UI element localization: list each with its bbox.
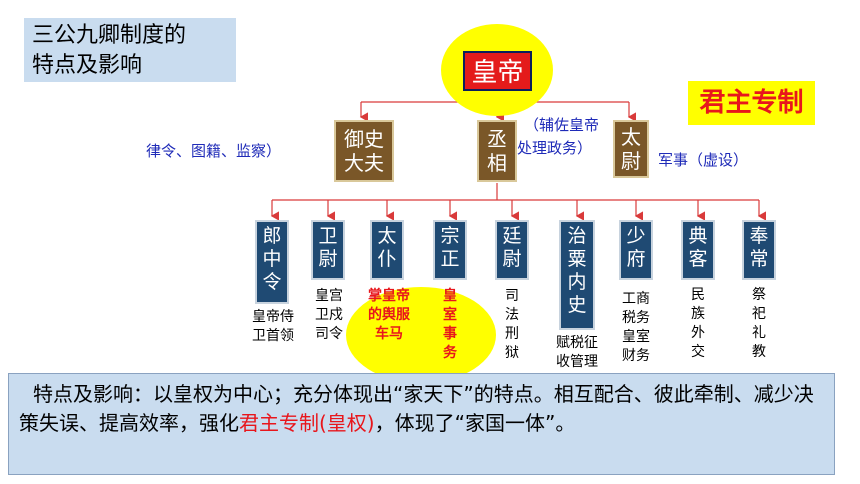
- duty-line: 事: [443, 326, 457, 342]
- minister-dianke: 典 客: [681, 220, 715, 280]
- duty-line: 皇宫: [315, 288, 343, 304]
- duke-yushidafu-line2: 大夫: [344, 151, 384, 175]
- duty-line: 祀: [752, 306, 766, 322]
- duty-line: 民: [691, 287, 705, 303]
- summary-text-part1: 特点及影响：以皇权为中心；充分体现出“家天下”的特点。相互配合、彼此牵制、减少决…: [19, 382, 814, 435]
- duty-highlight: [346, 287, 496, 383]
- minister-tingwei: 廷 尉: [495, 220, 529, 280]
- minister-char: 治: [567, 225, 587, 247]
- summary-text-part2: ，体现了“家国一体”。: [374, 411, 576, 435]
- duty-line: 狱: [505, 345, 519, 361]
- duty-zhisuneishi: 赋税征 收管理: [545, 334, 609, 372]
- duty-line: 刑: [505, 326, 519, 342]
- duty-tingwei: 司 法 刑 狱: [502, 287, 522, 363]
- duty-line: 族: [691, 306, 705, 322]
- duty-line: 皇: [443, 288, 457, 304]
- duty-dianke: 民 族 外 交: [688, 286, 708, 362]
- duty-line: 祭: [752, 287, 766, 303]
- minister-char: 内: [567, 271, 587, 293]
- minister-char: 奉: [749, 225, 769, 247]
- duke-yushidafu-line1: 御史: [344, 127, 384, 151]
- minister-char: 常: [749, 248, 769, 270]
- minister-char: 府: [626, 248, 646, 270]
- note-yushidafu: 律令、图籍、监察）: [146, 142, 282, 160]
- minister-char: 仆: [377, 248, 397, 270]
- duty-weiwei: 皇宫 卫戍 司令: [308, 287, 350, 344]
- minister-char: 中: [262, 248, 282, 270]
- duty-shaofu: 工商 税务 皇室 财务: [614, 290, 658, 366]
- minister-zongzheng: 宗 正: [433, 220, 467, 280]
- duty-line: 卫首领: [252, 328, 294, 344]
- minister-shaofu: 少 府: [619, 220, 653, 280]
- duty-line: 财务: [622, 348, 650, 364]
- duty-zongzheng: 皇 室 事 务: [440, 287, 460, 363]
- emperor-box: 皇帝: [463, 51, 532, 91]
- title-line2: 特点及影响: [32, 53, 143, 78]
- minister-char: 令: [262, 271, 282, 293]
- duty-langzhongling: 皇帝侍 卫首领: [245, 308, 301, 346]
- duke-chengxiang-line1: 丞: [487, 127, 507, 151]
- duty-line: 司令: [315, 326, 343, 342]
- duty-line: 司: [505, 288, 519, 304]
- duty-line: 法: [505, 307, 519, 323]
- duty-taipu: 掌皇帝 的舆服 车马: [360, 287, 418, 344]
- minister-char: 典: [688, 225, 708, 247]
- duty-line: 税务: [622, 310, 650, 326]
- duty-line: 掌皇帝: [368, 288, 410, 304]
- duty-line: 务: [443, 345, 457, 361]
- minister-taipu: 太 仆: [370, 220, 404, 280]
- duke-taiwei: 太 尉: [613, 120, 649, 178]
- minister-char: 廷: [502, 225, 522, 247]
- minister-weiwei: 卫 尉: [311, 220, 345, 280]
- duty-line: 卫戍: [315, 307, 343, 323]
- note-chengxiang-line2: 处理政务）: [517, 139, 593, 157]
- duty-line: 的舆服: [368, 307, 410, 323]
- duke-taiwei-line1: 太: [621, 125, 641, 149]
- minister-langzhongling: 郎 中 令: [255, 220, 289, 304]
- minister-char: 尉: [318, 248, 338, 270]
- minister-fengchang: 奉 常: [742, 220, 776, 280]
- duty-line: 工商: [622, 291, 650, 307]
- duke-chengxiang: 丞 相: [477, 120, 517, 182]
- minister-char: 卫: [318, 225, 338, 247]
- minister-char: 粟: [567, 248, 587, 270]
- note-chengxiang-line1: （辅佐皇帝: [524, 116, 600, 134]
- duke-taiwei-line2: 尉: [621, 149, 641, 173]
- minister-char: 郎: [262, 225, 282, 247]
- duty-line: 皇帝侍: [252, 309, 294, 325]
- minister-char: 太: [377, 225, 397, 247]
- duty-line: 教: [752, 344, 766, 360]
- duty-line: 礼: [752, 325, 766, 341]
- minister-char: 正: [440, 248, 460, 270]
- duty-line: 赋税征: [556, 335, 598, 351]
- summary-panel: 特点及影响：以皇权为中心；充分体现出“家天下”的特点。相互配合、彼此牵制、减少决…: [8, 373, 835, 475]
- duty-line: 车马: [375, 326, 403, 342]
- minister-char: 客: [688, 248, 708, 270]
- minister-char: 宗: [440, 225, 460, 247]
- minister-char: 史: [567, 294, 587, 316]
- duty-line: 交: [691, 344, 705, 360]
- duke-chengxiang-line2: 相: [487, 151, 507, 175]
- duty-line: 收管理: [556, 354, 598, 370]
- note-taiwei: 军事（虚设）: [658, 151, 749, 169]
- duty-line: 室: [443, 307, 457, 323]
- minister-char: 少: [626, 225, 646, 247]
- absolutism-label: 君主专制: [688, 81, 815, 125]
- minister-zhisuneishi: 治 粟 内 史: [559, 220, 595, 330]
- slide-title: 三公九卿制度的 特点及影响: [24, 18, 236, 82]
- duke-yushidafu: 御史 大夫: [334, 120, 394, 182]
- minister-char: 尉: [502, 248, 522, 270]
- duty-fengchang: 祭 祀 礼 教: [749, 286, 769, 362]
- summary-highlight: 君主专制(皇权): [239, 411, 375, 435]
- duty-line: 外: [691, 325, 705, 341]
- title-line1: 三公九卿制度的: [32, 23, 187, 48]
- duty-line: 皇室: [622, 329, 650, 345]
